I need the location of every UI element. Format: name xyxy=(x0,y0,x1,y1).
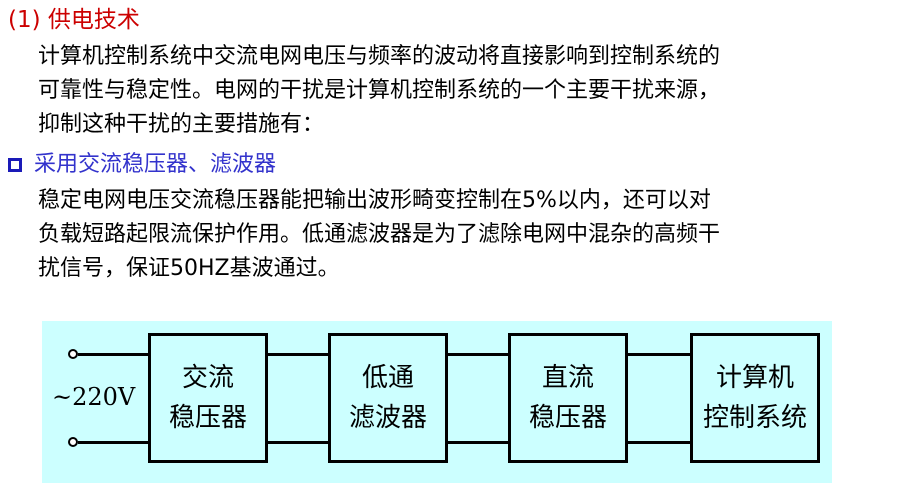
connector-wire xyxy=(446,353,510,356)
bullet-item: 采用交流稳压器、滤波器 xyxy=(8,148,276,182)
connector-wire xyxy=(266,441,330,444)
detail-line: 扰信号，保证50HZ基波通过。 xyxy=(38,256,340,281)
intro-line: 计算机控制系统中交流电网电压与频率的波动将直接影响到控制系统的 xyxy=(38,44,721,69)
detail-paragraph: 稳定电网电压交流稳压器能把输出波形畸变控制在5%以内，还可以对 负载短路起限流保… xyxy=(38,184,898,286)
input-wire-top xyxy=(78,353,150,356)
block-label-line1: 低通 xyxy=(361,363,414,393)
connector-wire xyxy=(626,353,692,356)
block-label-line2: 控制系统 xyxy=(702,403,807,433)
square-bullet-icon xyxy=(8,158,22,172)
detail-line: 负载短路起限流保护作用。低通滤波器是为了滤除电网中混杂的高频干 xyxy=(38,222,721,247)
block-label-line2: 滤波器 xyxy=(348,403,427,433)
input-terminal-top xyxy=(68,349,78,359)
block-ac-regulator: 交流 稳压器 xyxy=(148,333,268,463)
block-label-line2: 稳压器 xyxy=(528,403,607,433)
block-computer-control-system: 计算机 控制系统 xyxy=(690,333,820,463)
block-label-line1: 计算机 xyxy=(715,363,794,393)
intro-paragraph: 计算机控制系统中交流电网电压与频率的波动将直接影响到控制系统的 可靠性与稳定性。… xyxy=(38,40,898,142)
input-wire-bottom xyxy=(78,441,150,444)
block-label-line1: 交流 xyxy=(181,363,234,393)
connector-wire xyxy=(626,441,692,444)
source-voltage-label: ~220V xyxy=(52,383,136,411)
block-label-line2: 稳压器 xyxy=(168,403,247,433)
block-label-line1: 直流 xyxy=(541,363,594,393)
connector-wire xyxy=(446,441,510,444)
block-lowpass-filter: 低通 滤波器 xyxy=(328,333,448,463)
section-heading: (1) 供电技术 xyxy=(8,7,140,33)
intro-line: 可靠性与稳定性。电网的干扰是计算机控制系统的一个主要干扰来源， xyxy=(38,78,721,103)
bullet-text: 采用交流稳压器、滤波器 xyxy=(34,152,277,177)
connector-wire xyxy=(266,353,330,356)
detail-line: 稳定电网电压交流稳压器能把输出波形畸变控制在5%以内，还可以对 xyxy=(38,188,711,213)
block-dc-regulator: 直流 稳压器 xyxy=(508,333,628,463)
input-terminal-bottom xyxy=(68,437,78,447)
intro-line: 抑制这种干扰的主要措施有： xyxy=(38,112,325,137)
power-supply-diagram: ~220V 交流 稳压器 低通 滤波器 直流 稳压器 计算机 控制系统 xyxy=(42,321,832,483)
